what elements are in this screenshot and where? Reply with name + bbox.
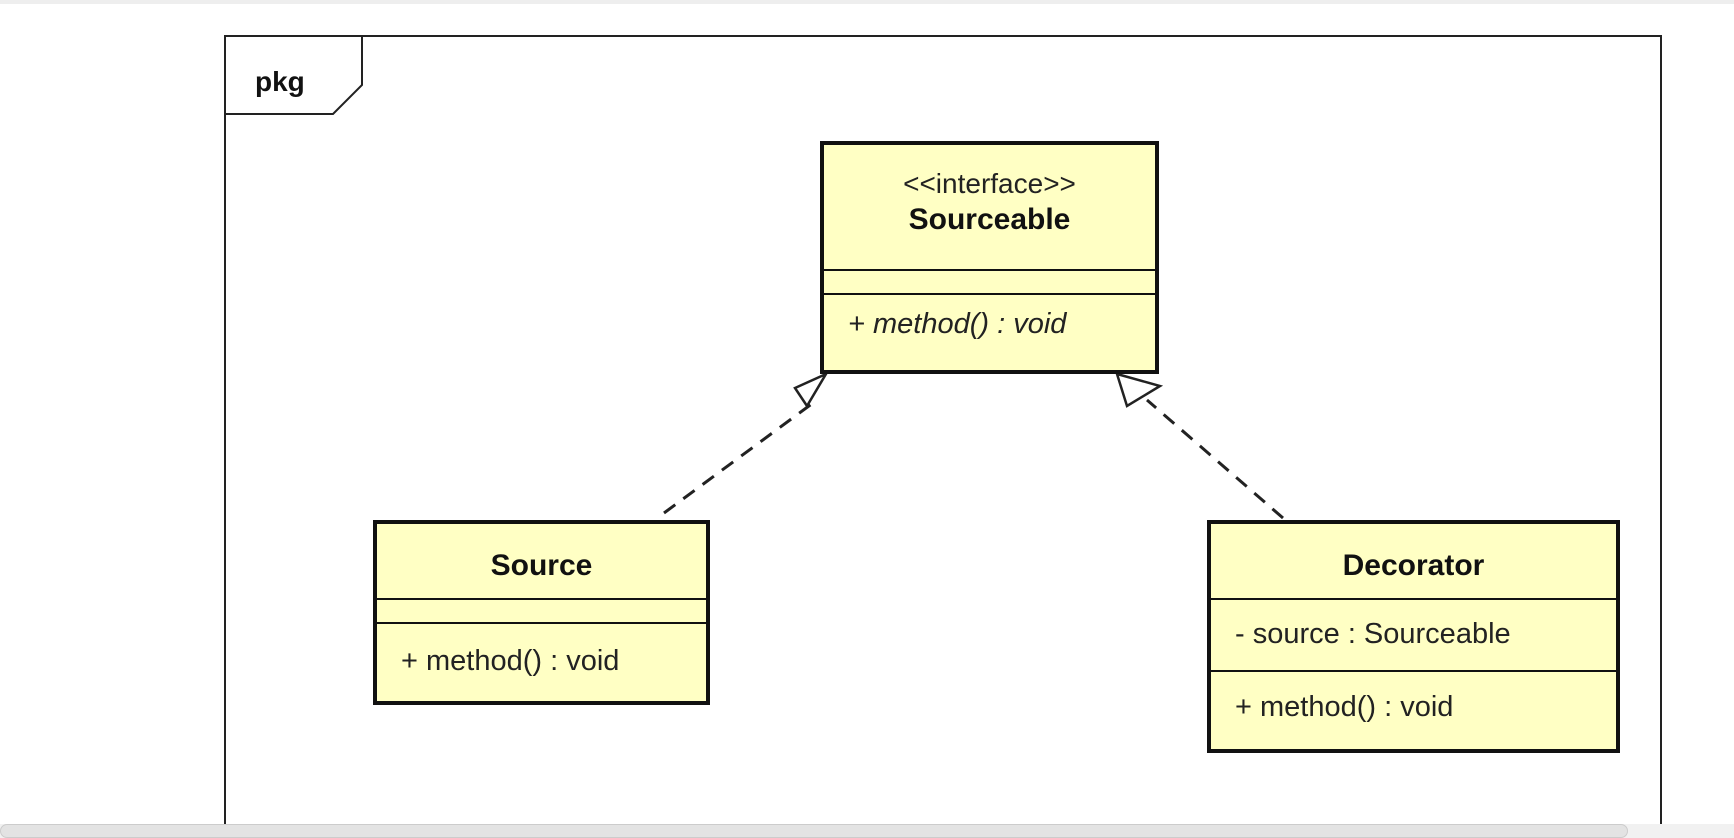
compartment-divider: [1211, 598, 1616, 600]
package-frame-tab: [224, 35, 363, 115]
class-decorator[interactable]: Decorator - source : Sourceable + method…: [1207, 520, 1620, 753]
operation: + method() : void: [1235, 691, 1454, 723]
operations-compartment: + method() : void: [824, 295, 1155, 342]
class-header: Source: [377, 524, 706, 598]
class-stereotype: <<interface>>: [903, 168, 1076, 199]
compartment-divider: [377, 598, 706, 600]
attributes-compartment: [824, 271, 1155, 293]
compartment-divider: [1211, 670, 1616, 672]
class-name: Sourceable: [908, 203, 1071, 236]
compartment-divider: [377, 622, 706, 624]
attribute: - source : Sourceable: [1235, 618, 1511, 650]
compartment-divider: [824, 269, 1155, 271]
class-header: Decorator: [1211, 524, 1616, 598]
operation: + method() : void: [401, 645, 620, 677]
operation: + method() : void: [848, 308, 1067, 340]
attributes-compartment: - source : Sourceable: [1211, 600, 1616, 670]
operations-compartment: + method() : void: [1211, 672, 1616, 725]
class-name: Decorator: [1342, 549, 1485, 582]
class-name: Source: [490, 549, 593, 582]
package-frame-label: pkg: [255, 66, 305, 97]
class-sourceable[interactable]: <<interface>> Sourceable + method() : vo…: [820, 141, 1159, 374]
top-strip: [0, 0, 1734, 4]
horizontal-scrollbar-thumb[interactable]: [0, 824, 1628, 838]
class-header: <<interface>> Sourceable: [824, 145, 1155, 269]
operations-compartment: + method() : void: [377, 624, 706, 679]
compartment-divider: [824, 293, 1155, 295]
attributes-compartment: [377, 600, 706, 622]
class-source[interactable]: Source + method() : void: [373, 520, 710, 705]
